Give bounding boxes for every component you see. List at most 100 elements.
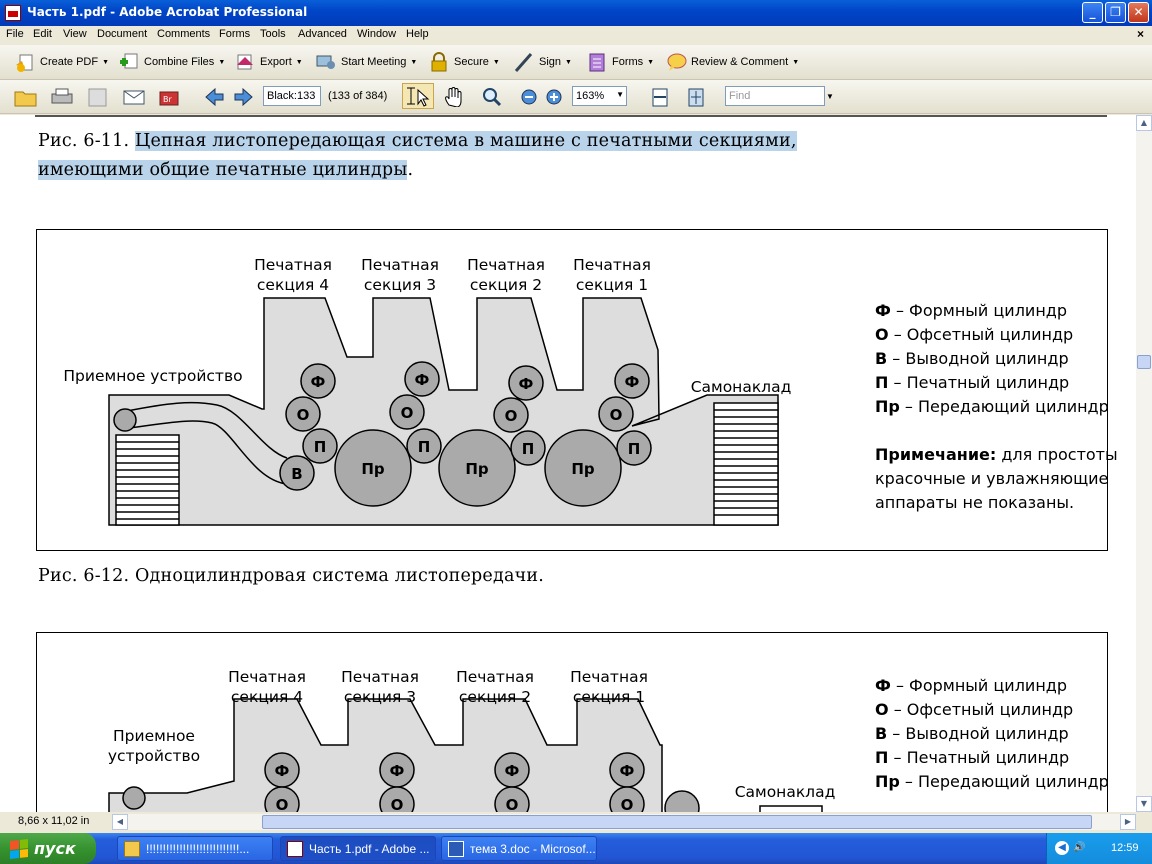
pdf-icon	[287, 840, 303, 857]
cyl-label: О	[505, 407, 518, 425]
sign-label: Sign	[539, 56, 562, 68]
speaker-icon[interactable]: 🔊	[1073, 842, 1086, 853]
menu-edit[interactable]: Edit	[33, 28, 52, 40]
horizontal-scroll-thumb[interactable]	[262, 815, 1092, 829]
review-comment-button[interactable]: Review & Comment▼	[665, 51, 799, 73]
cyl-label: Ф	[275, 762, 290, 780]
task-acrobat[interactable]: Часть 1.pdf - Adobe ...	[280, 836, 436, 861]
section-label: секция 2	[470, 276, 542, 294]
cyl-label: Пр	[571, 460, 595, 478]
forms-button[interactable]: Forms▼	[586, 51, 654, 73]
combine-files-label: Combine Files	[144, 56, 215, 68]
zoom-tool-icon[interactable]	[480, 87, 502, 107]
task-folder[interactable]: !!!!!!!!!!!!!!!!!!!!!!!!!!!!...	[117, 836, 273, 861]
create-pdf-icon	[14, 51, 36, 73]
open-folder-icon[interactable]	[14, 87, 37, 107]
secure-button[interactable]: Secure▼	[428, 51, 500, 73]
section-label: Печатная	[570, 668, 648, 686]
page-number-field[interactable]: Black:133	[263, 86, 321, 106]
next-page-icon[interactable]	[233, 87, 255, 107]
browser-icon[interactable]: Br	[158, 87, 180, 107]
taskbar: пуск !!!!!!!!!!!!!!!!!!!!!!!!!!!!... Час…	[0, 833, 1152, 864]
combine-files-button[interactable]: Combine Files▼	[118, 51, 225, 73]
find-dropdown-icon[interactable]: ▼	[826, 92, 834, 101]
fit-width-icon[interactable]	[649, 87, 671, 107]
start-button[interactable]: пуск	[0, 833, 96, 864]
cyl-label: П	[628, 440, 641, 458]
legend-block: Ф – Формный цилиндр О – Офсетный цилиндр…	[875, 301, 1118, 512]
export-icon	[234, 51, 256, 73]
pen-icon	[513, 51, 535, 73]
menu-tools[interactable]: Tools	[260, 28, 286, 40]
email-icon[interactable]	[122, 87, 145, 107]
menu-file[interactable]: File	[6, 28, 24, 40]
page-size-readout: 8,66 x 11,02 in	[18, 815, 90, 827]
caption-end: .	[407, 160, 414, 180]
minimize-button[interactable]: _	[1082, 2, 1103, 23]
svg-text:Br: Br	[163, 95, 172, 104]
find-input[interactable]: Find	[725, 86, 825, 106]
meeting-icon	[315, 51, 337, 73]
single-cylinder-diagram: Ф О Ф О Ф О Ф О Печатная секция 4 Печатн…	[108, 668, 835, 812]
windows-logo-icon	[10, 838, 28, 859]
menu-forms[interactable]: Forms	[219, 28, 251, 40]
section-label: секция 2	[459, 688, 531, 706]
figure-6-11-box: Пр Пр Пр Ф О П В Ф О П Ф О П Ф О П Печат…	[36, 229, 1118, 551]
hand-tool-icon[interactable]	[443, 87, 465, 108]
menu-window[interactable]: Window	[357, 28, 397, 40]
fit-page-icon[interactable]	[685, 87, 707, 107]
section-label: секция 4	[257, 276, 329, 294]
feeder-label: Самонаклад	[691, 378, 792, 396]
horizontal-scrollbar[interactable]: ◀ ▶	[112, 814, 1136, 830]
document-close-icon[interactable]: ×	[1136, 27, 1144, 41]
scroll-up-icon[interactable]: ▲	[1136, 115, 1152, 131]
lock-icon	[428, 51, 450, 73]
menu-comments[interactable]: Comments	[157, 28, 211, 40]
figure-caption-6-11: Рис. 6-11. Цепная листопередающая систем…	[38, 131, 797, 151]
maximize-button[interactable]: ❐	[1105, 2, 1126, 23]
combine-files-icon	[118, 51, 140, 73]
section-label: Печатная	[341, 668, 419, 686]
task-word[interactable]: тема 3.doc - Microsof...	[441, 836, 597, 861]
task-label: !!!!!!!!!!!!!!!!!!!!!!!!!!!!...	[146, 841, 250, 856]
section-label: секция 3	[344, 688, 416, 706]
vertical-scrollbar[interactable]: ▲ ▼	[1136, 115, 1152, 812]
cyl-label: Ф	[519, 375, 534, 393]
delivery-label: устройство	[108, 747, 200, 765]
scroll-down-icon[interactable]: ▼	[1136, 796, 1152, 812]
cyl-label: Пр	[465, 460, 489, 478]
cyl-label: Ф	[505, 762, 520, 780]
zoom-level-field[interactable]: 163%▼	[572, 86, 627, 106]
create-pdf-button[interactable]: Create PDF▼	[14, 51, 109, 73]
export-button[interactable]: Export▼	[234, 51, 303, 73]
select-tool-icon[interactable]	[402, 83, 434, 109]
acrobat-app-icon	[5, 5, 21, 21]
save-icon[interactable]	[86, 87, 108, 107]
zoom-out-icon[interactable]	[520, 87, 538, 107]
previous-page-icon[interactable]	[203, 87, 225, 107]
menu-advanced[interactable]: Advanced	[298, 28, 347, 40]
zoom-in-icon[interactable]	[545, 87, 563, 107]
comment-bubble-icon	[665, 51, 687, 73]
close-button[interactable]: ✕	[1128, 2, 1149, 23]
vertical-scroll-thumb[interactable]	[1137, 355, 1151, 369]
menu-help[interactable]: Help	[406, 28, 429, 40]
selected-text-line1: Цепная листопередающая система в машине …	[135, 131, 797, 151]
menu-document[interactable]: Document	[97, 28, 148, 40]
print-icon[interactable]	[50, 87, 73, 107]
start-meeting-button[interactable]: Start Meeting▼	[315, 51, 417, 73]
cyl-label: О	[506, 796, 519, 812]
page-top-rule	[35, 115, 1107, 117]
scroll-left-icon[interactable]: ◀	[112, 814, 128, 830]
delivery-label: Приемное устройство	[63, 367, 242, 385]
cyl-label: Ф	[620, 762, 635, 780]
sign-button[interactable]: Sign▼	[513, 51, 572, 73]
tray-arrow-icon[interactable]: ◀	[1055, 841, 1069, 855]
forms-icon	[586, 51, 608, 73]
figure-caption-6-11-line2: имеющими общие печатные цилиндры.	[38, 160, 413, 180]
menu-view[interactable]: View	[63, 28, 87, 40]
figure-caption-6-12: Рис. 6-12. Одноцилиндровая система листо…	[38, 566, 544, 586]
cyl-label: О	[391, 796, 404, 812]
scroll-right-icon[interactable]: ▶	[1120, 814, 1136, 830]
zoom-dropdown-icon[interactable]: ▼	[616, 90, 624, 99]
